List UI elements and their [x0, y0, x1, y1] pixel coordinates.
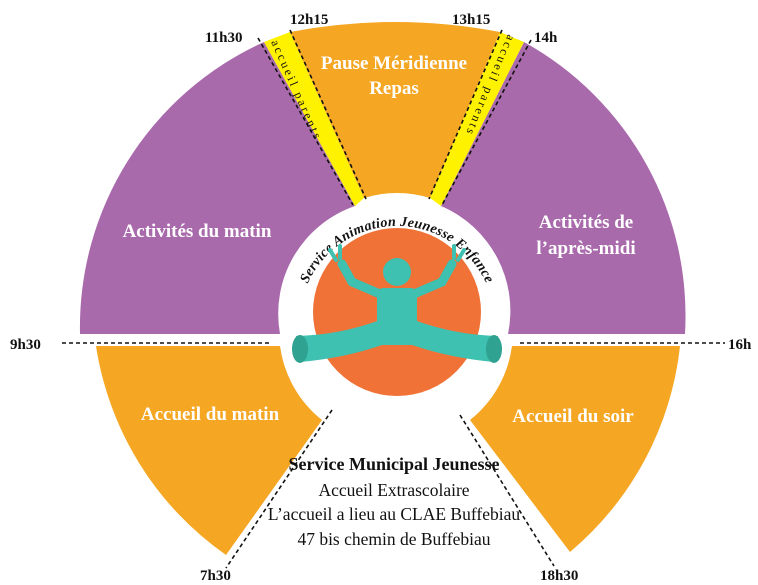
- label-accueil-soir: Accueil du soir: [512, 406, 634, 427]
- segment-activites-matin: [79, 42, 355, 334]
- logo-service-animation: Service Animation Jeunesse Enfance: [292, 215, 502, 396]
- time-1830: 18h30: [540, 568, 578, 584]
- info-line-1: Accueil Extrascolaire: [318, 480, 469, 500]
- info-title: Service Municipal Jeunesse: [289, 454, 500, 474]
- segment-accueil-parents-right: [430, 32, 524, 206]
- label-pause-2: Repas: [369, 78, 419, 99]
- time-guides: [62, 29, 725, 569]
- label-activites-apres-midi-2: l’après-midi: [536, 238, 635, 259]
- time-1600: 16h: [728, 337, 752, 353]
- time-1130: 11h30: [205, 30, 243, 46]
- segment-activites-apres-midi: [441, 42, 686, 334]
- jumping-figure-icon: [292, 244, 502, 363]
- time-1215: 12h15: [290, 12, 328, 28]
- guide-1215: [289, 29, 367, 200]
- segment-accueil-parents-left: [264, 32, 364, 206]
- time-1315: 13h15: [452, 12, 490, 28]
- guide-0730: [225, 409, 333, 569]
- time-1400: 14h: [534, 30, 558, 46]
- guide-1830: [459, 414, 555, 567]
- segment-accueil-matin: [96, 346, 322, 555]
- guide-1400: [441, 39, 532, 206]
- time-0930: 9h30: [10, 337, 41, 353]
- time-0730: 7h30: [200, 568, 231, 584]
- segment-pause-meridienne: [290, 22, 500, 198]
- label-activites-apres-midi-1: Activités de: [539, 212, 633, 233]
- label-pause-1: Pause Méridienne: [321, 53, 467, 74]
- segment-accueil-soir: [470, 346, 680, 552]
- label-activites-matin: Activités du matin: [123, 221, 272, 242]
- info-line-3: 47 bis chemin de Buffebiau: [297, 529, 490, 549]
- label-accueil-matin: Accueil du matin: [141, 404, 280, 425]
- info-line-2: L’accueil a lieu au CLAE Buffebiau: [268, 504, 520, 524]
- guide-1315: [428, 29, 503, 200]
